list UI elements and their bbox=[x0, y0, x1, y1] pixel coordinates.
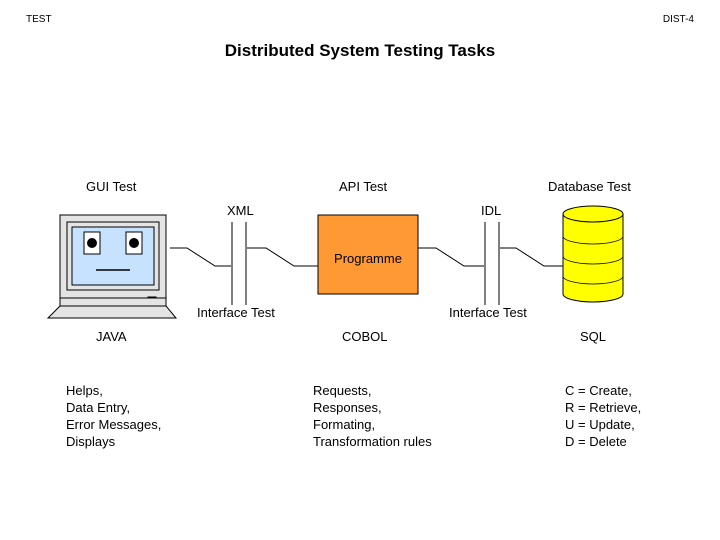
note-line: R = Retrieve, bbox=[565, 400, 642, 415]
note-line: D = Delete bbox=[565, 434, 627, 449]
note-line: Requests, bbox=[313, 383, 372, 398]
interface-test-label-left: Interface Test bbox=[197, 305, 275, 320]
note-line: Formating, bbox=[313, 417, 376, 432]
cobol-label: COBOL bbox=[342, 329, 388, 344]
note-line: Displays bbox=[66, 434, 116, 449]
programme-box bbox=[317, 214, 419, 295]
header-right: DIST-4 bbox=[662, 14, 694, 25]
gui-notes: Helps, Data Entry, Error Messages, Displ… bbox=[66, 382, 161, 450]
interface-connector-left bbox=[170, 222, 318, 305]
note-line: Transformation rules bbox=[313, 434, 432, 449]
note-line: Data Entry, bbox=[66, 400, 131, 415]
header-left: TEST bbox=[26, 14, 52, 25]
programme-label: Programme bbox=[334, 251, 402, 266]
note-line: Error Messages, bbox=[66, 417, 162, 432]
interface-test-label-right: Interface Test bbox=[449, 305, 527, 320]
database-icon bbox=[562, 205, 624, 303]
db-notes: C = Create, R = Retrieve, U = Update, D … bbox=[565, 382, 641, 450]
gui-test-heading: GUI Test bbox=[86, 179, 137, 194]
monitor-icon bbox=[46, 214, 178, 319]
api-test-heading: API Test bbox=[339, 179, 388, 194]
database-test-heading: Database Test bbox=[548, 179, 631, 194]
xml-label: XML bbox=[227, 203, 254, 218]
idl-label: IDL bbox=[481, 203, 502, 218]
note-line: Responses, bbox=[313, 400, 382, 415]
note-line: C = Create, bbox=[565, 383, 632, 398]
sql-label: SQL bbox=[580, 329, 607, 344]
api-notes: Requests, Responses, Formating, Transfor… bbox=[313, 382, 432, 450]
interface-connector-right bbox=[418, 222, 564, 305]
note-line: U = Update, bbox=[565, 417, 635, 432]
page-title: Distributed System Testing Tasks bbox=[224, 41, 496, 60]
note-line: Helps, bbox=[66, 383, 103, 398]
java-label: JAVA bbox=[96, 329, 127, 344]
